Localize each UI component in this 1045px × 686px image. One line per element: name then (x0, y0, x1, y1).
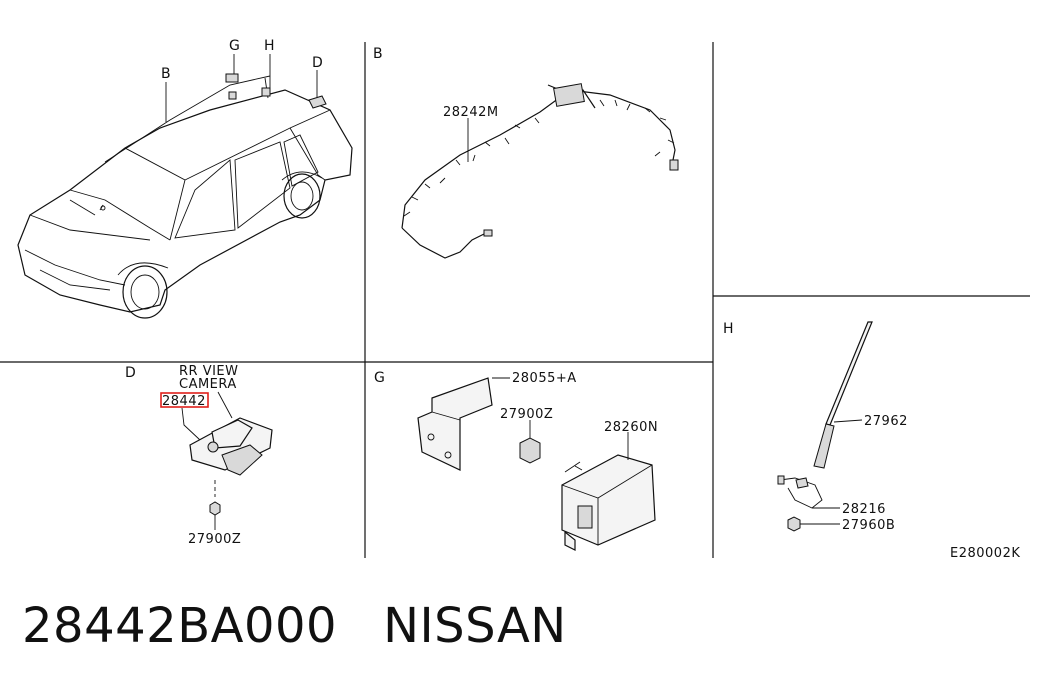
nut-part-number-d: 27900Z (188, 532, 241, 547)
vehicle-overview: B G H D (17, 38, 353, 319)
panel-b-harness: B 28242M (373, 46, 679, 259)
antenna-part-number: 27962 (864, 414, 908, 429)
car-callout-g: G (229, 38, 240, 54)
harness-part-number: 28242M (443, 105, 499, 120)
controller-part-number: 28260N (604, 420, 658, 435)
highlight-box (160, 392, 209, 408)
bracket-part-number: 28055+A (512, 371, 577, 386)
car-callout-h: H (264, 38, 275, 54)
panel-dividers (0, 42, 1030, 558)
section-label-h: H (723, 321, 734, 337)
brand-name: NISSAN (383, 598, 567, 654)
panel-d-camera: D RR VIEW CAMERA 28442 27900Z (125, 364, 273, 547)
car-callout-d: D (312, 55, 323, 71)
rr-view-label-line2: CAMERA (179, 377, 237, 392)
panel-g-controller: G 28055+A 27900Z 28260N (374, 370, 658, 551)
panel-h-antenna: H 27962 28216 27960B (723, 321, 908, 533)
part-caption: 28442BA000 NISSAN (22, 598, 567, 654)
antenna-nut-part-number: 27960B (842, 518, 895, 533)
car-callout-b: B (161, 66, 171, 82)
diagram-code: E280002K (950, 546, 1020, 561)
part-number: 28442BA000 (22, 598, 338, 654)
section-label-b: B (373, 46, 383, 62)
nut-part-number-g: 27900Z (500, 407, 553, 422)
feeder-part-number: 28216 (842, 502, 886, 517)
camera-part-number[interactable]: 28442 (162, 394, 206, 409)
rr-view-label-line1: RR VIEW (179, 364, 239, 379)
section-label-g: G (374, 370, 385, 386)
section-label-d: D (125, 365, 136, 381)
